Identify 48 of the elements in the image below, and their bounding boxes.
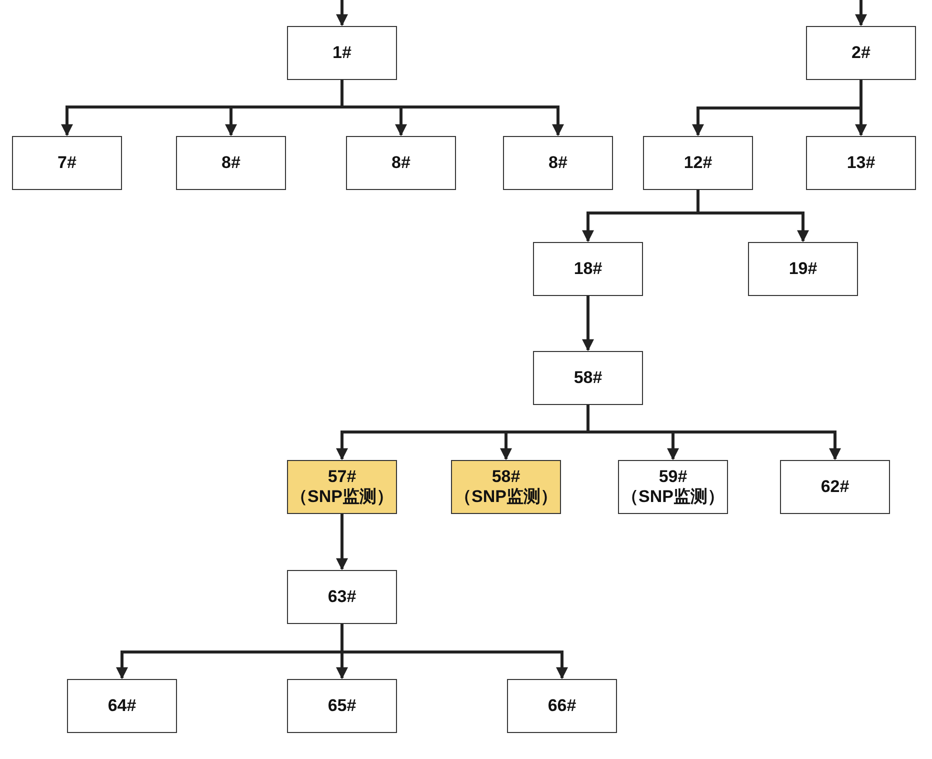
- process-box: [176, 136, 286, 190]
- box-label: （SNP监测）: [454, 487, 558, 507]
- process-box: [780, 460, 890, 514]
- box-label: 57#: [328, 467, 356, 487]
- process-box: [618, 460, 728, 514]
- box-label: （SNP监测）: [622, 487, 724, 507]
- box-label: 2#: [852, 43, 870, 63]
- arrow: [336, 0, 348, 26]
- box-label: 8#: [222, 153, 240, 173]
- box-label: 62#: [820, 477, 850, 497]
- process-box: [748, 242, 858, 296]
- box-label: 1#: [332, 43, 352, 63]
- box-label: 19#: [788, 259, 818, 279]
- process-box: [451, 460, 561, 514]
- box-label: 58#: [574, 368, 602, 388]
- box-label: 59#: [658, 467, 688, 487]
- process-box: [287, 570, 397, 624]
- process-box: [533, 351, 643, 405]
- process-box: [67, 679, 177, 733]
- box-label: 18#: [574, 259, 602, 279]
- process-box: [533, 242, 643, 296]
- box-label: 12#: [684, 153, 712, 173]
- box-label: 63#: [328, 587, 356, 607]
- process-box: [806, 136, 916, 190]
- box-label: 8#: [392, 153, 410, 173]
- process-box: [346, 136, 456, 190]
- process-box: [12, 136, 122, 190]
- arrow: [586, 405, 841, 460]
- process-box: [507, 679, 617, 733]
- arrow: [696, 190, 809, 242]
- arrow: [340, 80, 564, 136]
- box-label: 13#: [846, 153, 876, 173]
- box-label: 66#: [548, 696, 576, 716]
- box-label: 65#: [328, 696, 356, 716]
- process-box: [806, 26, 916, 80]
- process-box: [503, 136, 613, 190]
- process-box: [287, 26, 397, 80]
- box-label: 7#: [58, 153, 76, 173]
- box-label: 58#: [492, 467, 520, 487]
- box-label: （SNP监测）: [290, 487, 394, 507]
- arrow: [855, 0, 867, 26]
- arrow: [336, 514, 348, 570]
- process-box: [287, 460, 397, 514]
- process-box: [643, 136, 753, 190]
- arrow: [582, 296, 594, 352]
- box-label: 64#: [108, 696, 136, 716]
- process-box: [287, 679, 397, 733]
- box-label: 8#: [548, 153, 568, 173]
